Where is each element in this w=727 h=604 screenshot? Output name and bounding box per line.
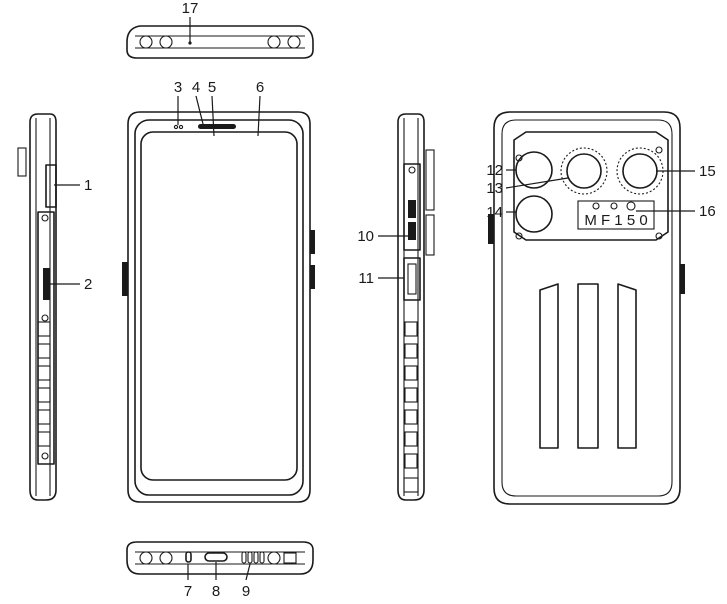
callout-4: 4 [192,79,200,96]
side-key-left [43,268,50,300]
left-side-view [17,113,57,501]
callout-9: 9 [242,583,250,600]
callout-11: 11 [358,270,374,287]
sim-tray [45,164,57,208]
callout-15: 15 [699,163,716,180]
speaker-grille [241,551,265,564]
earpiece [198,124,236,129]
back-view: M F 1 5 0 [488,111,685,505]
camera-lens-15 [622,153,658,189]
microphone-bottom [185,551,192,563]
top-edge-view [126,25,314,59]
callout-17: 17 [182,0,199,17]
callout-14: 14 [486,204,503,221]
callout-1: 1 [84,177,92,194]
callout-13: 13 [486,180,503,197]
camera-lens-13 [566,153,602,189]
callout-6: 6 [256,79,264,96]
logo-plate [577,200,655,230]
front-view [122,111,315,503]
logo-text: M F 1 5 0 [584,212,647,229]
camera-lens-14 [515,195,553,233]
leader-lines [50,17,695,581]
display-screen [140,131,298,481]
flash [626,201,636,211]
callout-10: 10 [357,228,374,245]
callout-7: 7 [184,583,192,600]
usb-c-port [204,552,228,562]
right-side-view [397,113,435,501]
callout-2: 2 [84,276,92,293]
power-key [403,257,421,301]
callout-5: 5 [208,79,216,96]
volume-down [408,222,416,240]
callout-8: 8 [212,583,220,600]
volume-up [408,200,416,218]
callout-labels: 17 1 2 3 4 5 6 7 8 9 10 11 12 13 14 15 1… [84,0,716,600]
callout-16: 16 [699,203,716,220]
microphone-hole-top [188,41,192,45]
bottom-edge-view [126,541,314,575]
callout-3: 3 [174,79,182,96]
callout-12: 12 [486,162,503,179]
camera-module [513,131,669,241]
